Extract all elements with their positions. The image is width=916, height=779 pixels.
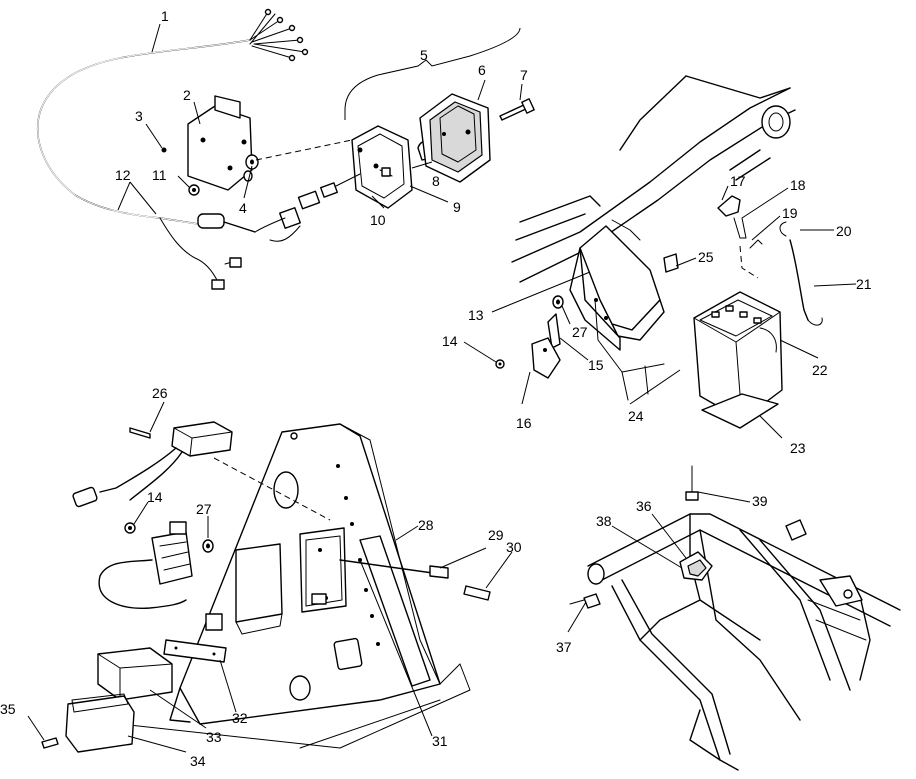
leader-lines xyxy=(27,23,857,753)
chassis-frame xyxy=(587,513,901,611)
callout-14-lower: 14 xyxy=(147,489,163,505)
regulator xyxy=(97,647,173,701)
callout-29: 29 xyxy=(488,527,504,543)
callout-35: 35 xyxy=(0,701,16,717)
mount-bracket xyxy=(187,105,253,191)
callout-27-lower: 27 xyxy=(196,501,212,517)
callout-20: 20 xyxy=(836,223,852,239)
callout-labels: 1 2 3 4 5 6 7 8 9 10 11 12 13 14 15 16 1… xyxy=(0,8,872,769)
callout-34: 34 xyxy=(190,753,206,769)
callout-7: 7 xyxy=(520,67,528,83)
callout-17: 17 xyxy=(730,173,746,189)
callout-12: 12 xyxy=(115,167,131,183)
callout-39: 39 xyxy=(752,493,768,509)
callout-9: 9 xyxy=(453,199,461,215)
callout-6: 6 xyxy=(478,62,486,78)
harness-group xyxy=(36,8,535,290)
callout-30: 30 xyxy=(506,539,522,555)
callout-4: 4 xyxy=(239,200,247,216)
frame-group xyxy=(569,465,901,771)
callout-21: 21 xyxy=(856,276,872,292)
tail-light-base xyxy=(351,125,413,209)
callout-26: 26 xyxy=(152,385,168,401)
callout-18: 18 xyxy=(790,177,806,193)
callout-5: 5 xyxy=(420,47,428,63)
callout-22: 22 xyxy=(812,362,828,378)
callout-3: 3 xyxy=(135,108,143,124)
callout-31: 31 xyxy=(432,733,448,749)
cdi-box xyxy=(171,421,233,457)
callout-19: 19 xyxy=(782,205,798,221)
callout-33: 33 xyxy=(206,729,222,745)
battery-frame xyxy=(511,87,791,263)
callout-25: 25 xyxy=(698,249,714,265)
callout-24: 24 xyxy=(628,408,644,424)
callout-23: 23 xyxy=(790,440,806,456)
callout-15: 15 xyxy=(588,357,604,373)
callout-38: 38 xyxy=(596,513,612,529)
callout-10: 10 xyxy=(370,212,386,228)
cdi-group xyxy=(41,421,491,753)
battery-group xyxy=(495,75,823,429)
callout-32: 32 xyxy=(232,710,248,726)
callout-8: 8 xyxy=(432,173,440,189)
callout-16: 16 xyxy=(516,415,532,431)
callout-1: 1 xyxy=(161,8,169,24)
callout-2: 2 xyxy=(183,87,191,103)
callout-14: 14 xyxy=(442,333,458,349)
battery xyxy=(693,291,783,421)
callout-36: 36 xyxy=(636,498,652,514)
callout-28: 28 xyxy=(418,517,434,533)
callout-27: 27 xyxy=(572,324,588,340)
callout-37: 37 xyxy=(556,639,572,655)
callout-11: 11 xyxy=(152,167,167,183)
callout-13: 13 xyxy=(468,307,484,323)
